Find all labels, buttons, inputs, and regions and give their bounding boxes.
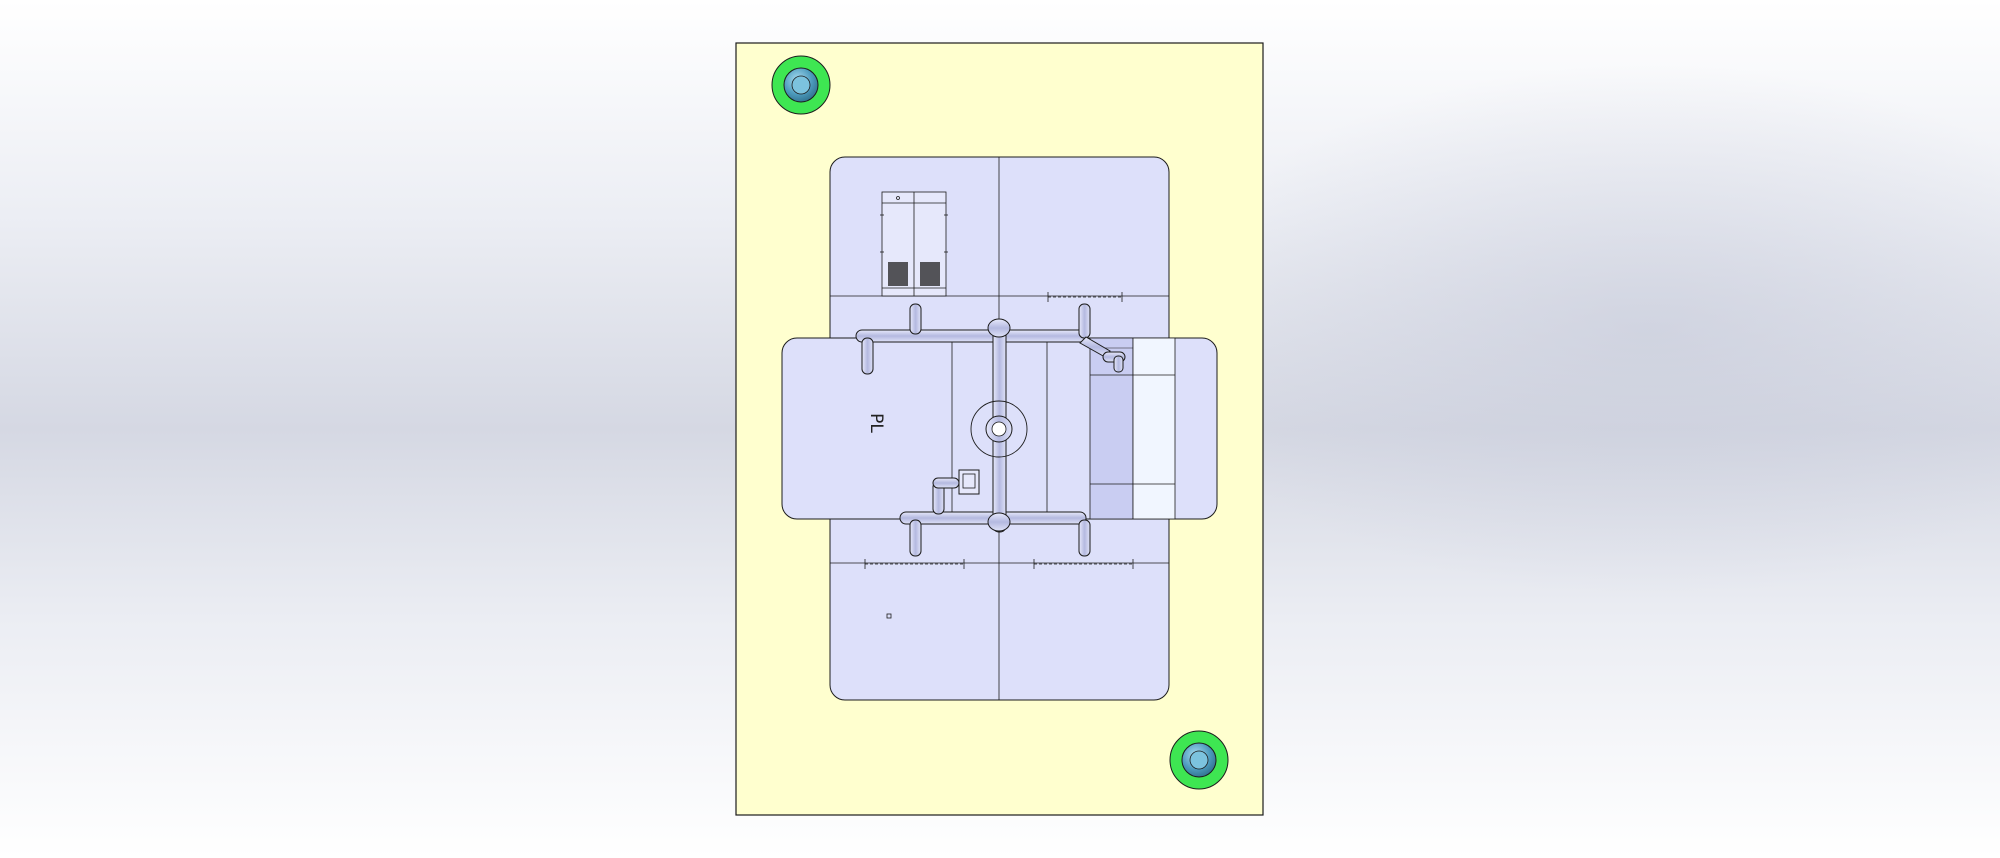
sprue-icon[interactable] bbox=[970, 400, 1028, 458]
cooling-channels[interactable] bbox=[855, 303, 1126, 557]
part-detail[interactable] bbox=[880, 191, 948, 297]
guide-pin-icon[interactable] bbox=[771, 55, 831, 115]
ejector-pin-detail bbox=[962, 473, 976, 489]
dimension-marks bbox=[864, 292, 1134, 619]
parting-line-label: PL bbox=[866, 413, 886, 433]
slider-block[interactable] bbox=[1089, 337, 1176, 520]
guide-pin-icon[interactable] bbox=[1169, 730, 1229, 790]
